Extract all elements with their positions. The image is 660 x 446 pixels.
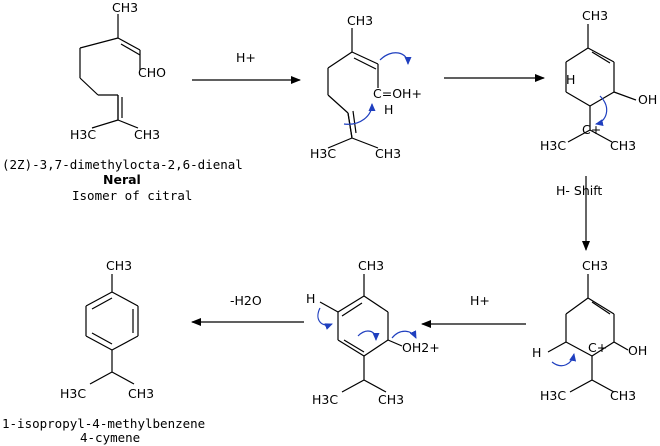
curly-arrow-6: [357, 330, 380, 341]
int4-h-label: H: [306, 291, 315, 306]
intermediate-3-structure: [547, 274, 629, 393]
neral-name: Neral: [103, 172, 141, 187]
int2-oh-label: OH: [638, 92, 657, 107]
neral-note: Isomer of citral: [72, 188, 192, 203]
curly-arrow-2: [343, 103, 376, 125]
curly-arrow-7: [391, 330, 417, 339]
int2-h3c-label: H3C: [540, 138, 566, 153]
int1-h-label: H: [384, 102, 393, 117]
neral-ch3-label: CH3: [112, 0, 138, 15]
product-h3c-label: H3C: [60, 386, 86, 401]
curly-arrow-1: [379, 52, 412, 65]
int2-ch3b-label: CH3: [610, 138, 636, 153]
int4-h3c-label: H3C: [312, 392, 338, 407]
int2-cplus-label: C+: [582, 122, 601, 137]
intermediate-1-structure: [327, 28, 379, 149]
int1-ch3b-label: CH3: [375, 146, 401, 161]
neral-structure: [79, 14, 141, 129]
product-ch3-label: CH3: [106, 258, 132, 273]
int2-h-label: H: [566, 72, 575, 87]
int3-h-label: H: [532, 345, 541, 360]
int1-h3c-label: H3C: [310, 146, 336, 161]
int3-ch3-label: CH3: [582, 258, 608, 273]
int3-h3c-label: H3C: [540, 388, 566, 403]
int3-ch3b-label: CH3: [610, 388, 636, 403]
intermediate-4-structure: [319, 274, 403, 393]
int3-oh-label: OH: [628, 343, 647, 358]
neral-ch3b-label: CH3: [134, 127, 160, 142]
product-structure: [85, 274, 139, 385]
int3-cplus-label: C+: [588, 340, 607, 355]
step4-reagent: H+: [470, 293, 490, 308]
step3-reagent: H- Shift: [556, 183, 602, 198]
int4-oh2-label: OH2+: [402, 340, 440, 355]
neral-iupac-name: (2Z)-3,7-dimethylocta-2,6-dienal: [2, 157, 243, 172]
product-name: 4-cymene: [80, 430, 140, 445]
step1-reagent: H+: [236, 50, 256, 65]
curly-arrow-4: [551, 353, 577, 367]
int4-ch3b-label: CH3: [378, 392, 404, 407]
int1-oh-label: C=OH+: [373, 86, 422, 101]
int2-ch3-label: CH3: [582, 8, 608, 23]
curly-arrow-5: [317, 307, 333, 330]
neral-h3c-label: H3C: [70, 127, 96, 142]
neral-cho-label: CHO: [138, 65, 166, 80]
product-ch3b-label: CH3: [128, 386, 154, 401]
int1-ch3-label: CH3: [347, 13, 373, 28]
curly-arrow-3: [595, 95, 608, 127]
step5-reagent: -H2O: [230, 293, 262, 308]
int4-ch3-label: CH3: [358, 258, 384, 273]
product-iupac-name: 1-isopropyl-4-methylbenzene: [2, 416, 205, 431]
